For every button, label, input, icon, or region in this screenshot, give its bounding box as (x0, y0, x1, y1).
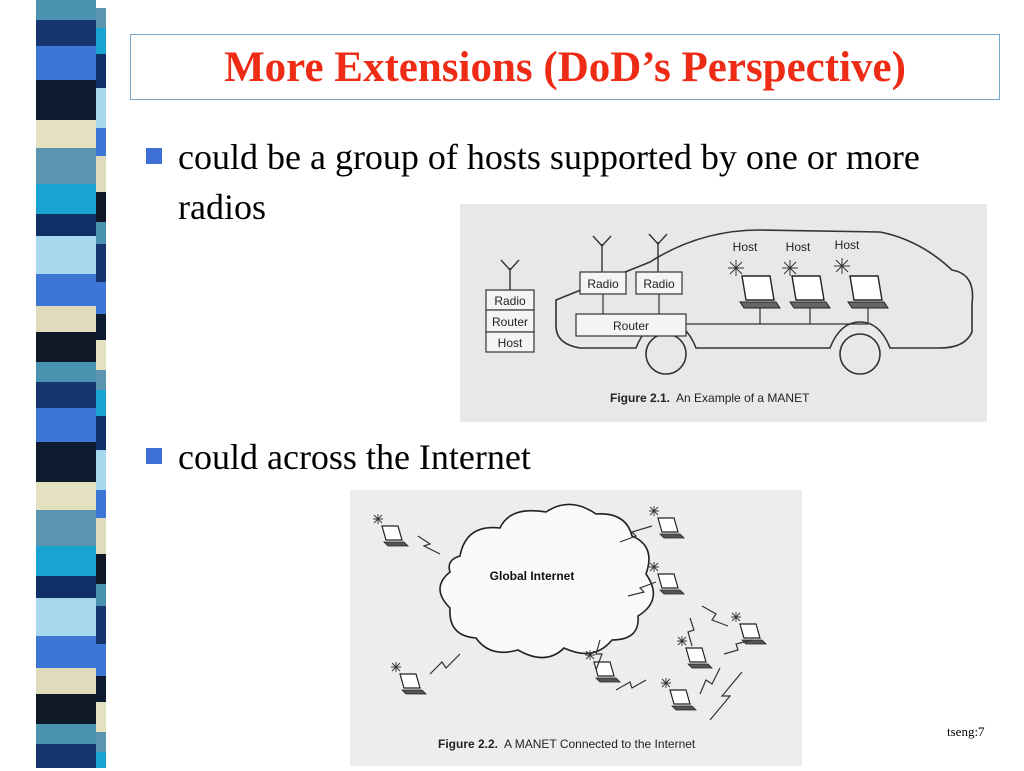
signal-star-icon (391, 662, 401, 672)
manet-figure: Radio Router Host Radio Radio Router (460, 204, 987, 422)
signal-star-icon (373, 514, 383, 524)
laptop-icon (649, 562, 685, 595)
signal-star-icon (677, 636, 687, 646)
antenna-icon (500, 259, 520, 272)
antenna-icon (592, 235, 612, 248)
laptop-icon (731, 612, 767, 645)
laptop-icon (789, 275, 831, 309)
cloud-label: Global Internet (490, 569, 575, 583)
laptop-icon (373, 514, 409, 547)
cloud-shape (439, 503, 655, 659)
manet-diagram: Radio Router Host Radio Radio Router (485, 229, 974, 405)
figure-1-caption: Figure 2.1.An Example of a MANET (610, 391, 810, 405)
bullet-square-icon (146, 448, 162, 464)
stack-router-label: Router (492, 315, 528, 329)
laptop-icon (677, 636, 713, 669)
vehicle-radio-label-1: Radio (587, 277, 619, 291)
signal-star-icon (649, 506, 659, 516)
wireless-links (417, 525, 753, 721)
laptop-icon (661, 678, 697, 711)
signal-star-icon (585, 650, 595, 660)
bullet-item-1: could be a group of hosts supported by o… (146, 132, 986, 232)
bullet-text-1: could be a group of hosts supported by o… (178, 137, 920, 227)
laptop-icon (391, 662, 427, 695)
laptop-icon (739, 275, 781, 309)
decorative-stripe-bar (0, 0, 106, 768)
antenna-icon (648, 233, 668, 246)
signal-star-icon (731, 612, 741, 622)
laptop-icon (847, 275, 889, 309)
signal-star-icon (728, 258, 850, 276)
signal-star-icon (649, 562, 659, 572)
stack-radio-label: Radio (494, 294, 526, 308)
title-box: More Extensions (DoD’s Perspective) (130, 34, 1000, 100)
laptop-icon (649, 506, 685, 539)
figure-2-caption: Figure 2.2.A MANET Connected to the Inte… (438, 737, 696, 751)
bullet-text-2: could across the Internet (178, 437, 531, 477)
internet-manet-figure: Global Internet Figure 2.2.A MANET Conne… (350, 490, 802, 766)
laptop-icon (585, 650, 621, 683)
host-label-3: Host (835, 238, 860, 252)
stack-host-box (485, 331, 535, 353)
bullet-item-2: could across the Internet (146, 432, 906, 482)
vehicle-router-box (575, 313, 687, 337)
host-label-1: Host (733, 240, 758, 254)
stack-host-label: Host (498, 336, 523, 350)
vehicle-router-label: Router (613, 319, 649, 333)
bullet-square-icon (146, 148, 162, 164)
signal-star-icon (661, 678, 671, 688)
wheel-front-icon (645, 333, 687, 375)
slide-title: More Extensions (DoD’s Perspective) (224, 43, 906, 91)
wheel-rear-icon (839, 333, 881, 375)
slide-footer: tseng:7 (947, 724, 985, 739)
internet-manet-diagram: Global Internet Figure 2.2.A MANET Conne… (373, 503, 767, 751)
host-label-2: Host (786, 240, 811, 254)
vehicle-radio-label-2: Radio (643, 277, 675, 291)
